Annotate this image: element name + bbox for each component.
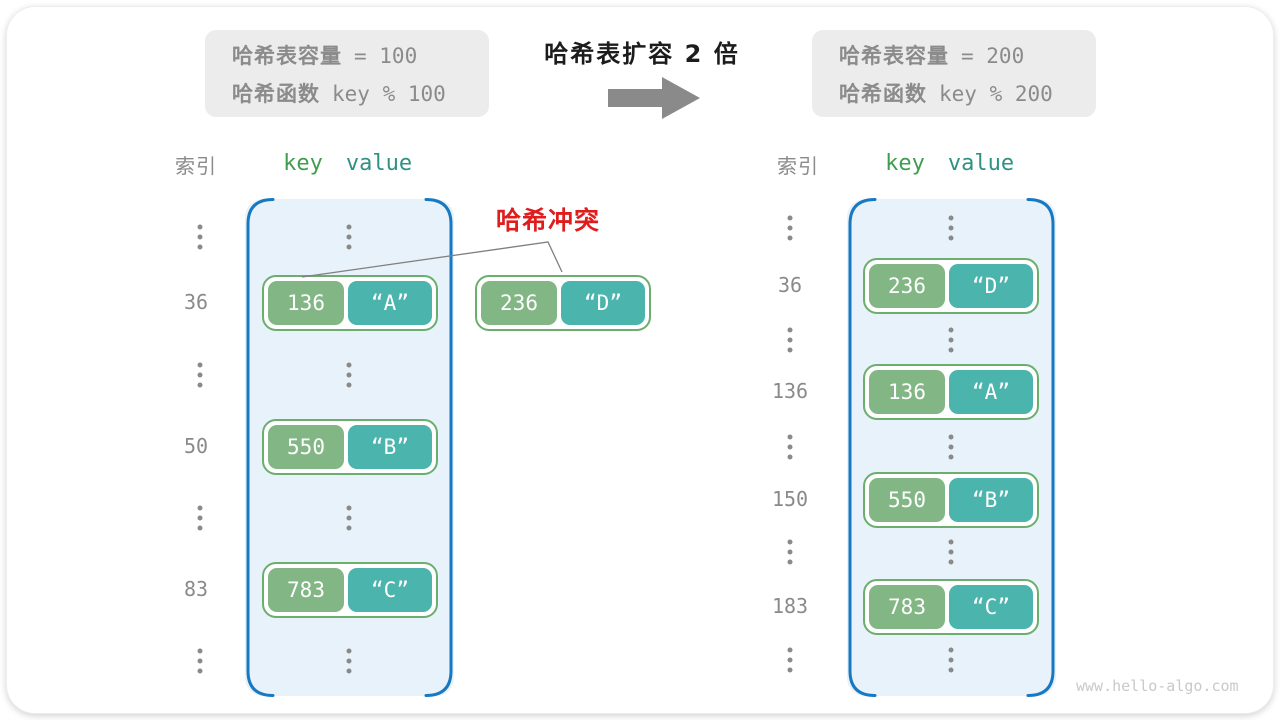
value-cell: “D”	[561, 281, 645, 325]
ellipsis-dots-icon	[787, 647, 793, 673]
ellipsis-dots-icon	[787, 539, 793, 565]
bucket-bracket-icon	[848, 198, 1055, 697]
capacity-box-before: 哈希表容量 = 100 哈希函数 key % 100	[205, 30, 489, 117]
key-cell: 136	[869, 370, 945, 414]
key-cell: 550	[268, 425, 344, 469]
capacity-value: = 100	[354, 43, 418, 68]
right-block-arrow-icon	[608, 77, 700, 119]
kv-pair: 550 “B”	[262, 419, 438, 475]
ellipsis-dots-icon	[346, 505, 352, 531]
figure-card	[7, 7, 1273, 713]
ellipsis-dots-icon	[346, 224, 352, 250]
ellipsis-dots-icon	[948, 647, 954, 673]
capacity-line: 哈希表容量 = 100	[232, 40, 489, 70]
hash-function-line: 哈希函数 key % 200	[839, 78, 1096, 108]
index-label: 150	[771, 487, 809, 511]
capacity-label: 哈希表容量	[839, 43, 949, 68]
ellipsis-dots-icon	[197, 224, 203, 250]
value-cell: “D”	[949, 264, 1033, 308]
index-label: 36	[777, 273, 803, 297]
right-index-header: 索引	[777, 154, 819, 178]
ellipsis-dots-icon	[948, 327, 954, 353]
hash-function-value: key % 200	[939, 81, 1053, 106]
hash-function-line: 哈希函数 key % 100	[232, 78, 489, 108]
hash-function-label: 哈希函数	[839, 81, 927, 106]
key-cell: 550	[869, 478, 945, 522]
kv-pair: 136 “A”	[262, 275, 438, 331]
ellipsis-dots-icon	[346, 362, 352, 388]
key-cell: 136	[268, 281, 344, 325]
kv-pair: 236 “D”	[863, 258, 1039, 314]
left-value-header: value	[345, 151, 413, 176]
ellipsis-dots-icon	[948, 539, 954, 565]
left-index-header: 索引	[175, 154, 217, 178]
value-cell: “C”	[949, 585, 1033, 629]
capacity-value: = 200	[961, 43, 1025, 68]
right-value-header: value	[947, 151, 1015, 176]
key-cell: 236	[481, 281, 557, 325]
capacity-label: 哈希表容量	[232, 43, 342, 68]
key-cell: 783	[869, 585, 945, 629]
index-label: 36	[183, 290, 209, 314]
capacity-line: 哈希表容量 = 200	[839, 40, 1096, 70]
value-cell: “A”	[348, 281, 432, 325]
index-label: 50	[183, 434, 209, 458]
key-cell: 236	[869, 264, 945, 308]
ellipsis-dots-icon	[948, 434, 954, 460]
ellipsis-dots-icon	[197, 648, 203, 674]
ellipsis-dots-icon	[787, 434, 793, 460]
ellipsis-dots-icon	[948, 215, 954, 241]
capacity-box-after: 哈希表容量 = 200 哈希函数 key % 200	[812, 30, 1096, 117]
ellipsis-dots-icon	[197, 362, 203, 388]
kv-pair: 136 “A”	[863, 364, 1039, 420]
right-key-header: key	[885, 151, 925, 176]
hash-function-value: key % 100	[332, 81, 446, 106]
value-cell: “A”	[949, 370, 1033, 414]
ellipsis-dots-icon	[787, 215, 793, 241]
left-key-header: key	[283, 151, 323, 176]
page-title: 哈希表扩容 2 倍	[544, 40, 740, 68]
value-cell: “C”	[348, 568, 432, 612]
bucket-bracket-icon	[246, 198, 453, 697]
index-label: 83	[183, 577, 209, 601]
watermark: www.hello-algo.com	[1076, 677, 1239, 695]
index-label: 183	[771, 594, 809, 618]
kv-pair: 783 “C”	[863, 579, 1039, 635]
kv-pair: 550 “B”	[863, 472, 1039, 528]
kv-pair-colliding: 236 “D”	[475, 275, 651, 331]
ellipsis-dots-icon	[787, 327, 793, 353]
kv-pair: 783 “C”	[262, 562, 438, 618]
ellipsis-dots-icon	[346, 648, 352, 674]
index-label: 136	[771, 379, 809, 403]
collision-label: 哈希冲突	[495, 206, 601, 235]
key-cell: 783	[268, 568, 344, 612]
value-cell: “B”	[348, 425, 432, 469]
ellipsis-dots-icon	[197, 505, 203, 531]
hash-function-label: 哈希函数	[232, 81, 320, 106]
value-cell: “B”	[949, 478, 1033, 522]
